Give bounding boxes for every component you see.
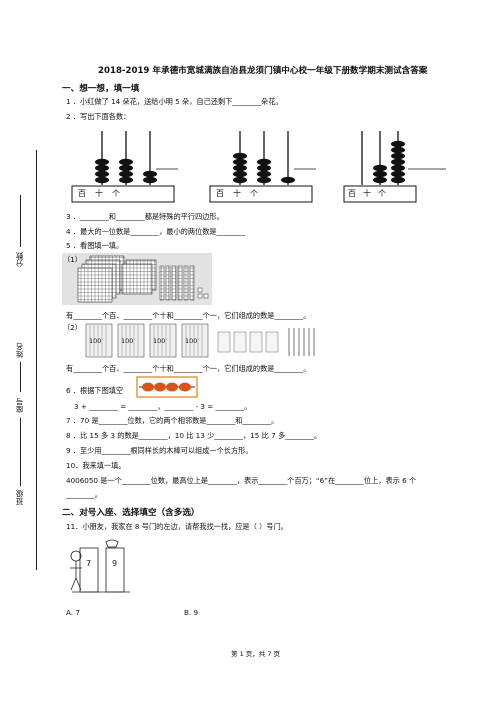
bundle-label-4: 100: [185, 337, 198, 345]
question-10-line-1: 4006050 是一个________位数，最高位上是________，表示__…: [66, 476, 417, 485]
margin-class-label: 班级: [15, 490, 24, 505]
abacus-1-labels: 百十个: [78, 189, 129, 198]
door-number-right: 9: [112, 559, 117, 568]
question-1: 1 ．小红做了 14 朵花，送给小明 5 朵，自己还剩下________朵花。: [66, 97, 283, 106]
question-10-line-2: ________。: [66, 490, 102, 499]
margin-score-line: [20, 195, 21, 247]
option-b[interactable]: B. 9: [184, 608, 199, 617]
question-3: 3 ．________和________都是特殊的平行四边形。: [66, 212, 224, 221]
question-2: 2 ．写出下面各数：: [66, 112, 131, 121]
stick-bundles: [85, 323, 315, 358]
question-11: 11．小朋友，我家在 8 号门的左边，请帮我找一找，应是（ ）号门。: [66, 522, 288, 531]
q5-part1-label: （1）: [63, 255, 82, 264]
door-sketch-image: 7 9: [70, 539, 130, 593]
abacus-label-ones: 个: [112, 189, 129, 198]
q5-part1-blanks: 有________个百、________个十和________个一，它们组成的数…: [66, 311, 311, 320]
question-7: 7 ．70 是________位数，它的两个相邻数是________和_____…: [66, 416, 279, 425]
abacus-label-tens: 十: [95, 189, 112, 198]
bundle-label-2: 100: [121, 337, 134, 345]
question-6-blanks: 3 + ________ = ________，________ - 3 = _…: [74, 402, 252, 411]
section-heading-1: 一、想一想，填一填: [62, 84, 140, 94]
base-ten-blocks: [77, 255, 209, 303]
page-title: 2018-2019 年承德市宽城满族自治县龙须门镇中心校一年级下册数学期末测试含…: [98, 66, 428, 76]
question-8: 8 ．比 15 多 3 的数是________，10 比 13 少_______…: [66, 431, 322, 440]
abacus-label-tens: 十: [233, 189, 250, 198]
margin-seat-label: 座号: [15, 398, 24, 413]
question-5: 5 ．看图填一填。: [66, 241, 124, 250]
option-a[interactable]: A. 7: [66, 608, 80, 617]
margin-name-line: [20, 362, 21, 392]
abacus-3: [343, 131, 446, 203]
q5-part2-label: （2）: [63, 323, 82, 332]
bundle-label-1: 100: [89, 337, 102, 345]
section-heading-2: 二、对号入座、选择填空（含多选）: [62, 508, 200, 518]
abacus-label-ones: 个: [378, 189, 393, 198]
abacus-label-hundreds: 百: [348, 189, 363, 198]
abacus-1: [71, 131, 178, 203]
margin-class-line: [20, 448, 21, 486]
question-9: 9 ．至少用________根同样长的木棒可以组成一个长方形。: [66, 446, 253, 455]
margin-name-label: 姓名: [15, 343, 24, 358]
abacus-label-hundreds: 百: [216, 189, 233, 198]
question-10: 10．我来填一填。: [66, 461, 126, 470]
question-6: 6 ．根据下图填空: [66, 386, 124, 395]
abacus-2: [209, 131, 316, 203]
abacus-label-hundreds: 百: [78, 189, 95, 198]
q5-part2-blanks: 有________个百、________个十和________个一，它们组成的数…: [66, 364, 311, 373]
abacus-figures: [71, 131, 446, 203]
abacus-label-tens: 十: [363, 189, 378, 198]
abacus-2-labels: 百十个: [216, 189, 267, 198]
abacus-label-ones: 个: [250, 189, 267, 198]
door-number-left: 7: [86, 559, 91, 568]
margin-score-label: 分数: [15, 252, 24, 267]
bundle-label-3: 100: [153, 337, 166, 345]
margin-line: [36, 150, 37, 570]
page-footer: 第 1 页，共 7 页: [231, 650, 281, 658]
bead-string-image: [136, 376, 198, 398]
abacus-3-labels: 百十个: [348, 189, 393, 198]
question-4: 4 ．最大的一位数是________，最小的两位数是________: [66, 227, 246, 236]
